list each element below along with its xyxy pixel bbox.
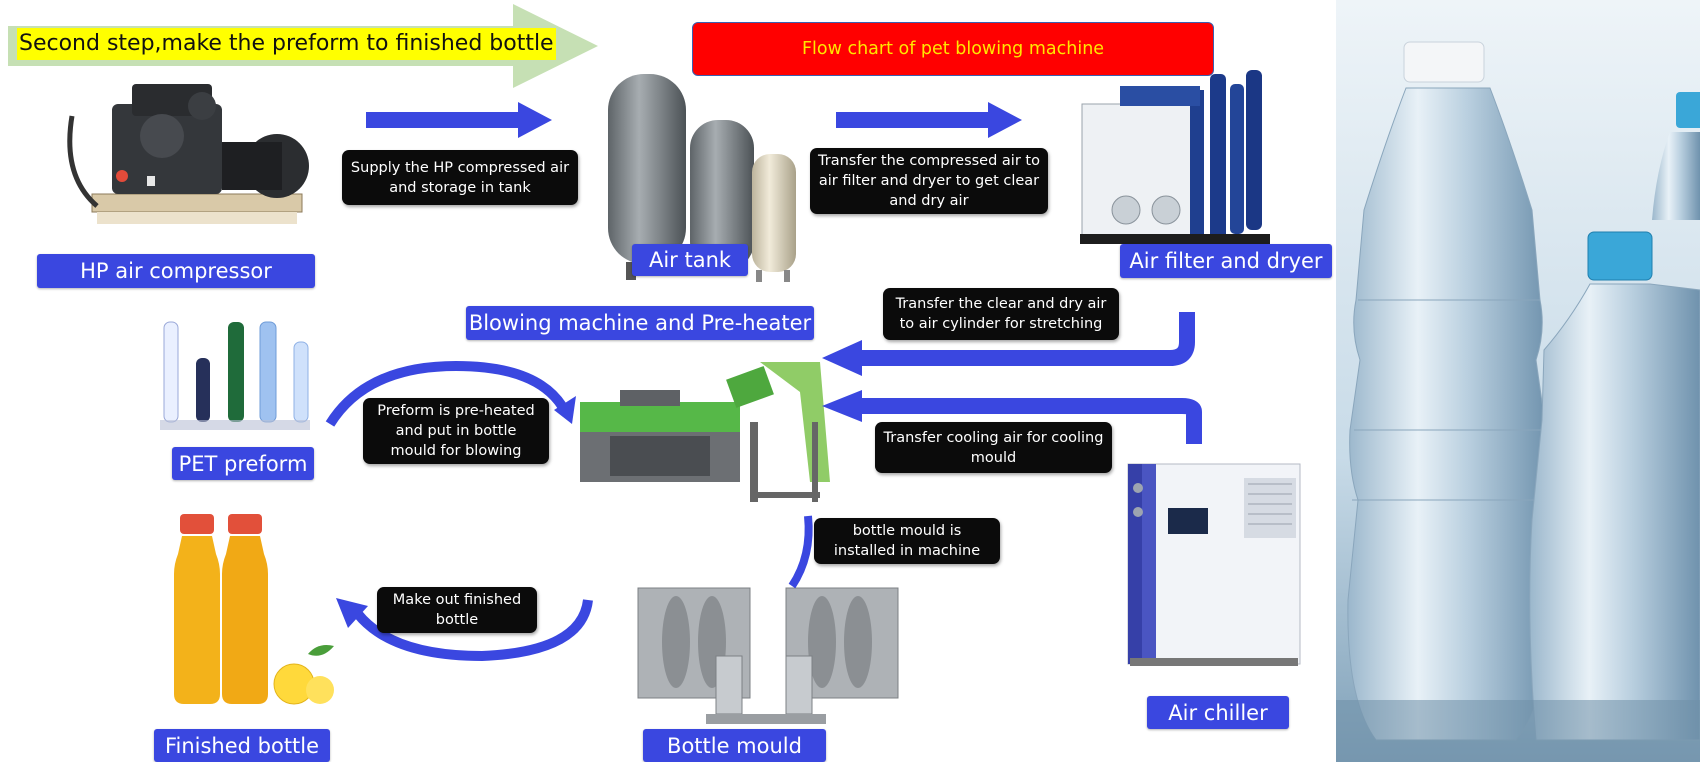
air-tank-icon xyxy=(608,74,796,282)
step-cooling: Transfer cooling air for cooling mould xyxy=(875,422,1112,473)
label-air-filter-dryer: Air filter and dryer xyxy=(1120,244,1332,278)
label-pet-preform: PET preform xyxy=(172,447,314,480)
arrow-compressor-to-tank xyxy=(366,102,552,138)
step-supply-air-line2: and storage in tank xyxy=(389,179,531,196)
page-title-text: Flow chart of pet blowing machine xyxy=(801,39,1105,59)
arrow-tank-to-filter xyxy=(836,102,1022,138)
label-blowing-machine: Blowing machine and Pre-heater xyxy=(466,306,814,340)
label-hp-air-compressor: HP air compressor xyxy=(37,254,315,288)
arrow-mould-to-machine xyxy=(788,515,813,589)
step-preheat-line1: Preform is pre-heated xyxy=(377,403,535,419)
label-air-tank: Air tank xyxy=(632,244,748,276)
filter-dryer-icon xyxy=(1080,70,1270,244)
arrow-machine-to-bottle xyxy=(336,598,593,662)
step-mould-installed-line1: bottle mould is xyxy=(852,523,962,539)
step-mould-installed-line2: installed in machine xyxy=(833,543,981,559)
step-finished-line2: bottle xyxy=(435,612,479,628)
step-transfer-to-filter-line1: Transfer the compressed air to xyxy=(818,153,1040,169)
step-transfer-to-filter: Transfer the compressed air to air filter… xyxy=(810,148,1048,214)
step-mould-installed: bottle mould is installed in machine xyxy=(814,518,1000,564)
step-preheat: Preform is pre-heated and put in bottle mo… xyxy=(363,398,549,464)
step-cooling-line2: mould xyxy=(970,449,1017,466)
step-transfer-to-filter-line2: air filter and dryer to get clear xyxy=(818,173,1040,189)
bottle-icon xyxy=(174,514,334,705)
step-transfer-to-filter-line3: and dry air xyxy=(889,193,969,209)
step-preheat-line3: mould for blowing xyxy=(390,443,522,459)
preform-icon xyxy=(160,321,310,430)
step-transfer-to-cylinder-line2: to air cylinder for stretching xyxy=(899,316,1103,332)
step-cooling-line1: Transfer cooling air for cooling xyxy=(883,429,1104,446)
step-finished: Make out finished bottle xyxy=(377,587,537,633)
step-preheat-line2: and put in bottle xyxy=(395,423,517,439)
arrow-filter-to-machine xyxy=(822,312,1195,376)
label-air-chiller: Air chiller xyxy=(1147,696,1289,729)
chiller-icon xyxy=(1127,463,1301,666)
step-transfer-to-cylinder-line1: Transfer the clear and dry air xyxy=(895,296,1107,312)
arrow-chiller-to-machine xyxy=(822,390,1202,444)
label-bottle-mould: Bottle mould xyxy=(643,729,826,762)
mould-icon xyxy=(637,587,899,724)
arrow-preform-to-machine xyxy=(325,360,576,427)
compressor-icon xyxy=(67,84,309,224)
step-transfer-to-cylinder: Transfer the clear and dry air to air cyl… xyxy=(883,288,1119,340)
step-supply-air: Supply the HP compressed air and storage … xyxy=(342,150,578,205)
water-bottle-photo xyxy=(1336,0,1700,762)
label-finished-bottle: Finished bottle xyxy=(154,729,330,762)
page-title: Flow chart of pet blowing machine xyxy=(692,22,1214,76)
blowing-machine-icon xyxy=(580,362,830,502)
step-finished-line1: Make out finished xyxy=(392,592,522,608)
step-supply-air-line1: Supply the HP compressed air xyxy=(350,159,570,176)
step-banner-text: Second step,make the preform to finished… xyxy=(17,28,556,60)
